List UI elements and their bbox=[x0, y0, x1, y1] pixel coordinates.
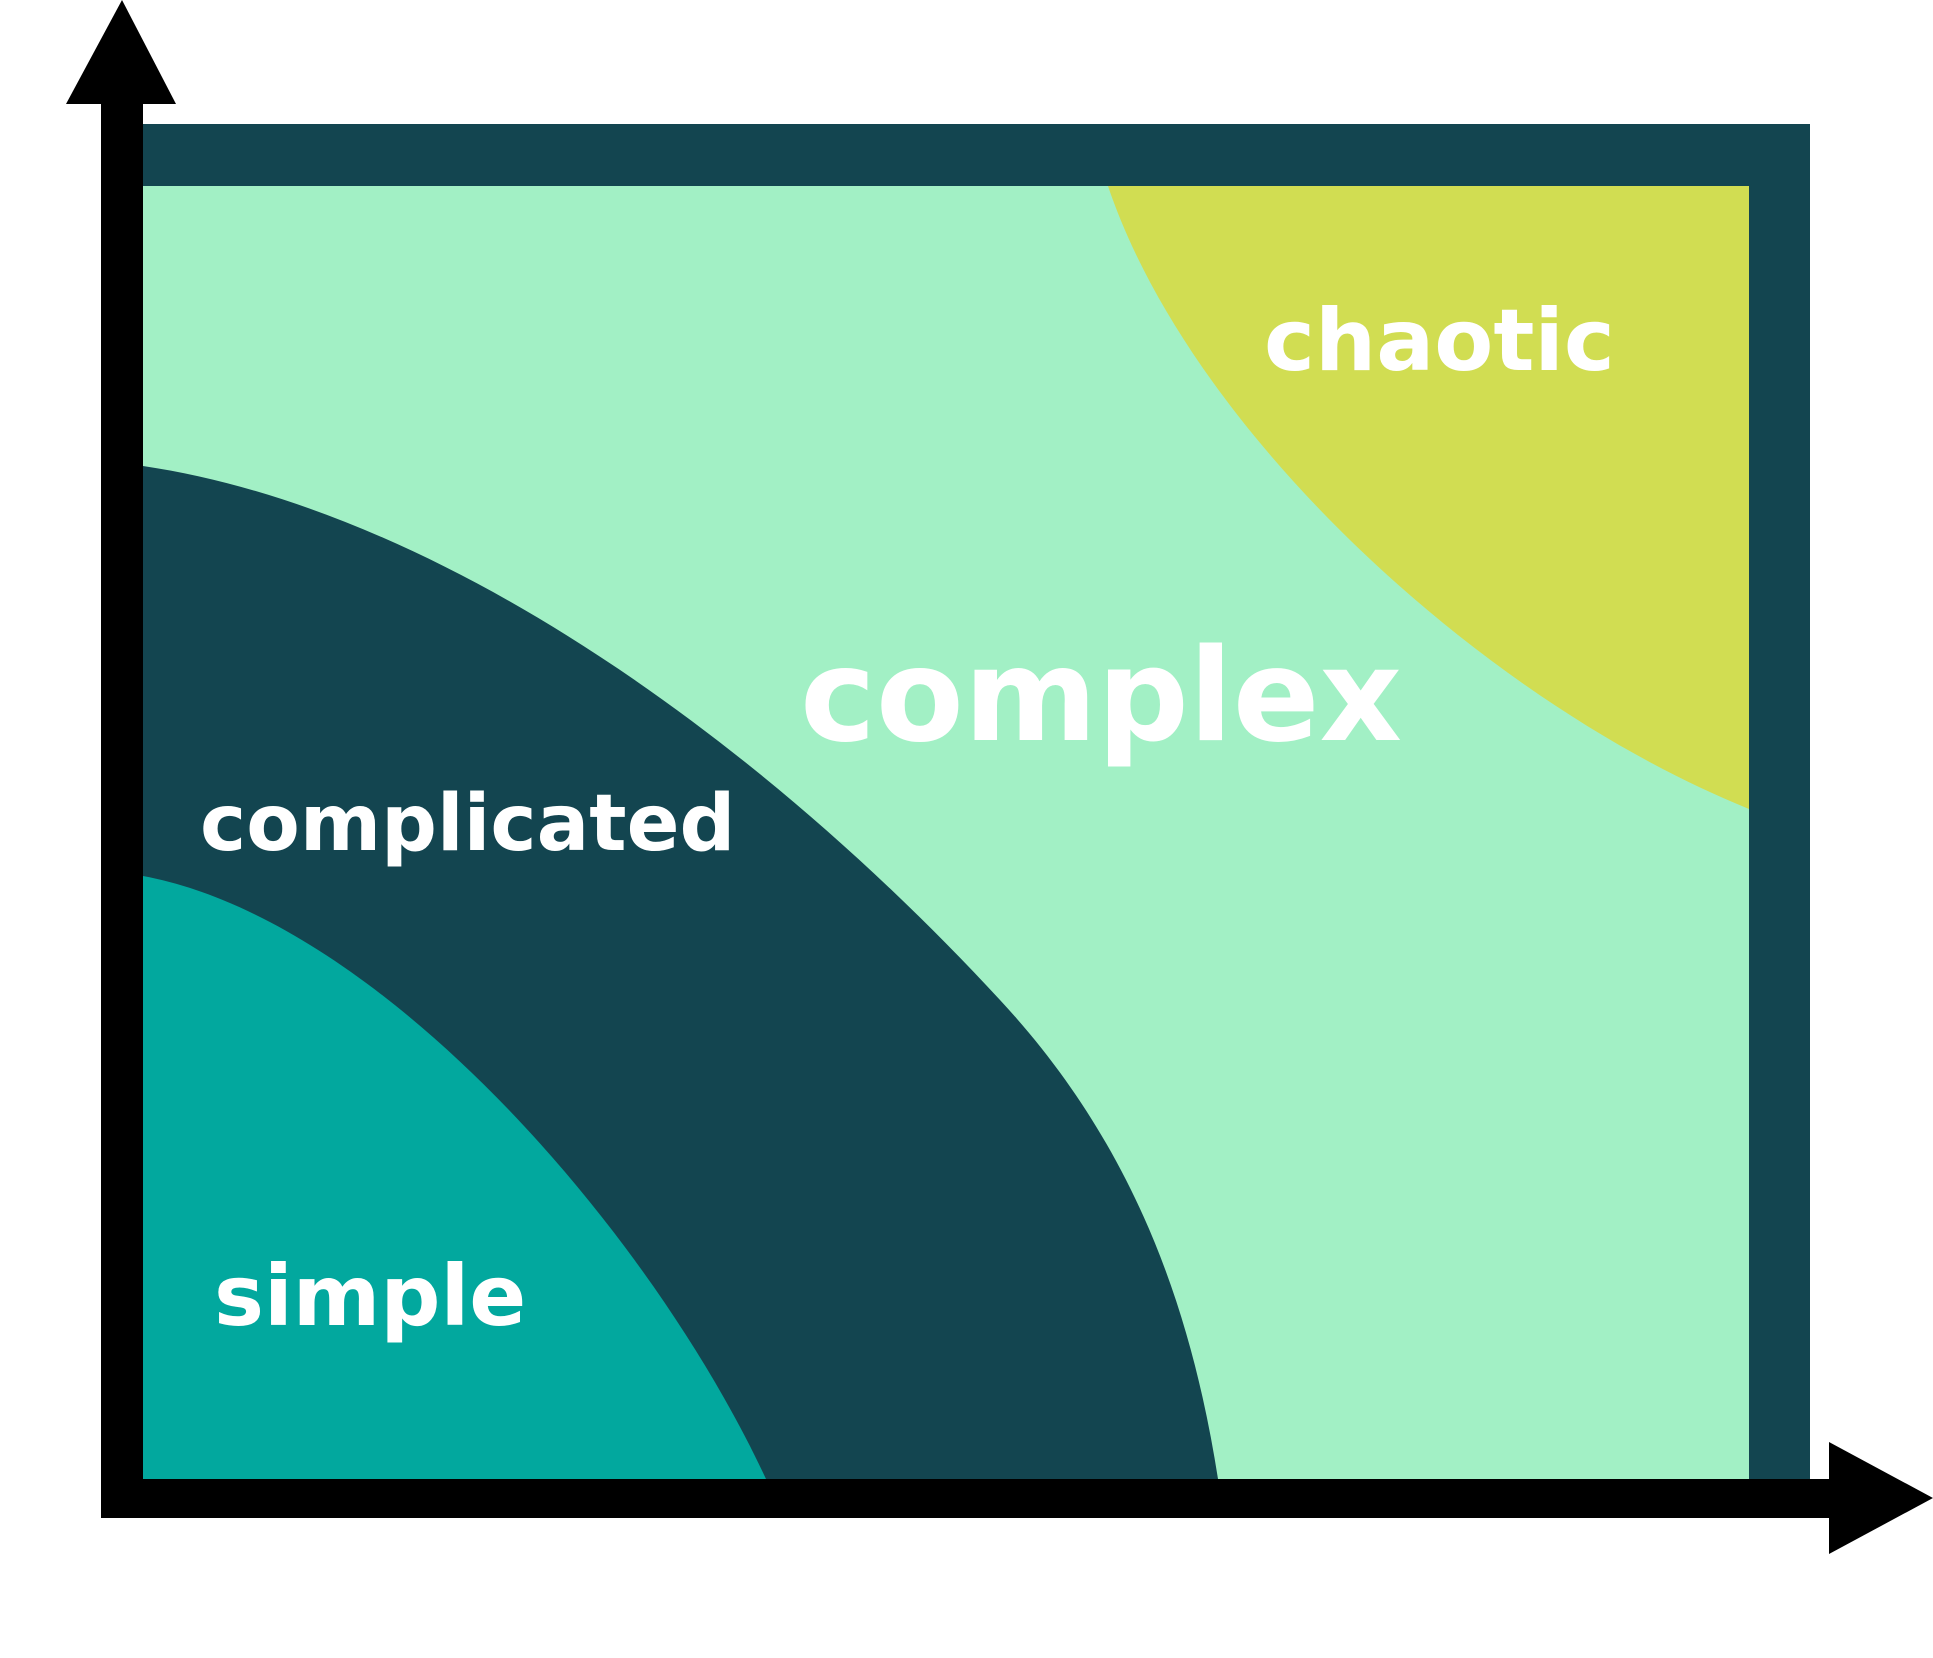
simple-region bbox=[143, 876, 766, 1479]
label-chaotic: chaotic bbox=[1264, 291, 1615, 391]
chaotic-region bbox=[1108, 186, 1749, 809]
label-complex: complex bbox=[800, 622, 1402, 771]
x-axis-arrow-icon bbox=[1829, 1442, 1933, 1554]
label-simple: simple bbox=[214, 1247, 526, 1345]
y-axis-line bbox=[101, 100, 143, 1518]
x-axis-line bbox=[101, 1479, 1836, 1518]
y-axis-arrow-icon bbox=[66, 0, 176, 104]
label-complicated: complicated bbox=[200, 779, 735, 869]
